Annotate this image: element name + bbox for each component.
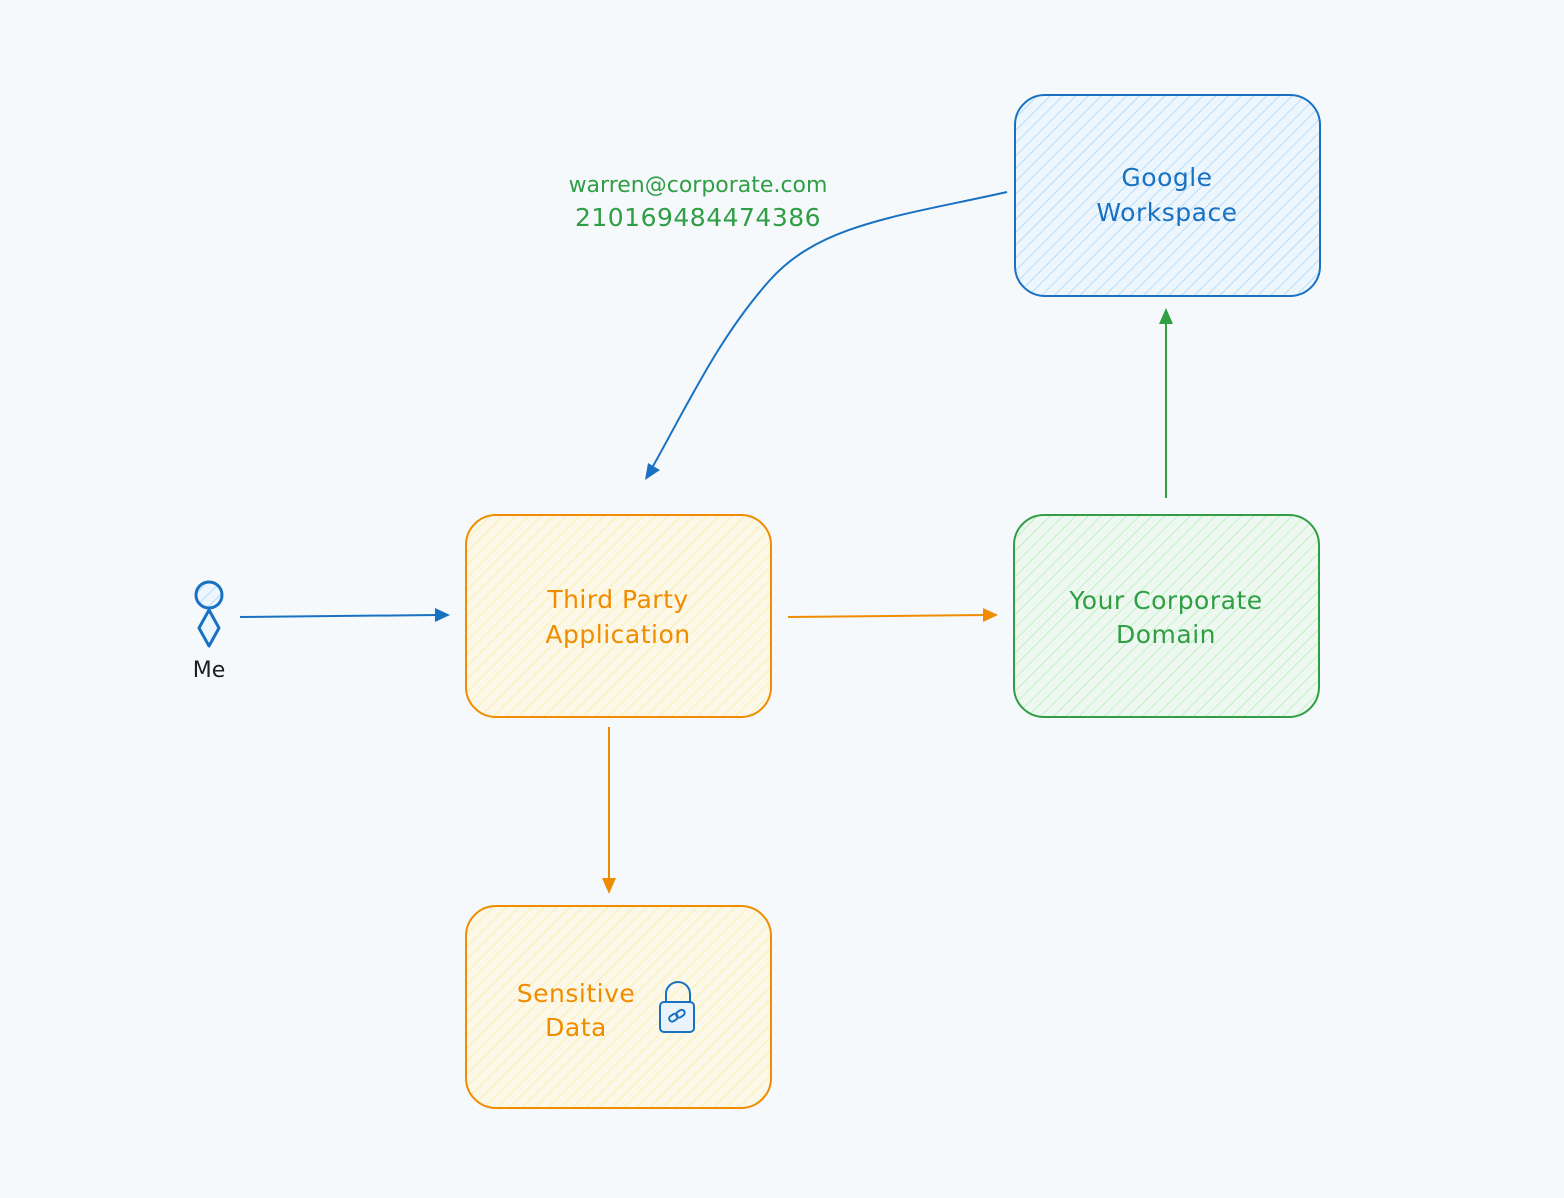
google-workspace-node[interactable]: Google Workspace xyxy=(1014,94,1321,297)
sensitive-data-label-line2: Data xyxy=(545,1013,607,1042)
google-workspace-label-line2: Workspace xyxy=(1096,198,1237,227)
annotation-id: 210169484474386 xyxy=(575,203,821,232)
third-party-label-line2: Application xyxy=(545,620,690,649)
arrow-me-to-third-party xyxy=(239,608,450,622)
arrow-third-party-to-sensitive-data xyxy=(602,727,616,894)
credentials-annotation: warren@corporate.com 210169484474386 xyxy=(569,173,828,232)
google-workspace-label-line1: Google xyxy=(1121,163,1212,192)
arrow-corporate-to-google xyxy=(1159,308,1173,498)
third-party-label-line1: Third Party xyxy=(546,585,688,614)
actor-me-label: Me xyxy=(193,658,226,683)
person-icon xyxy=(194,580,224,648)
annotation-email: warren@corporate.com xyxy=(569,173,828,198)
corporate-domain-label-line1: Your Corporate xyxy=(1068,586,1262,615)
arrow-google-to-third-party xyxy=(645,191,1008,480)
third-party-application-node[interactable]: Third Party Application xyxy=(465,514,772,718)
arrow-third-party-to-corporate xyxy=(787,608,998,622)
sensitive-data-label-line1: Sensitive xyxy=(517,979,636,1008)
actor-me[interactable]: Me xyxy=(193,580,226,683)
lock-icon xyxy=(659,981,695,1033)
corporate-domain-label-line2: Domain xyxy=(1116,620,1216,649)
corporate-domain-node[interactable]: Your Corporate Domain xyxy=(1013,514,1320,718)
sensitive-data-node[interactable]: Sensitive Data xyxy=(465,905,772,1109)
